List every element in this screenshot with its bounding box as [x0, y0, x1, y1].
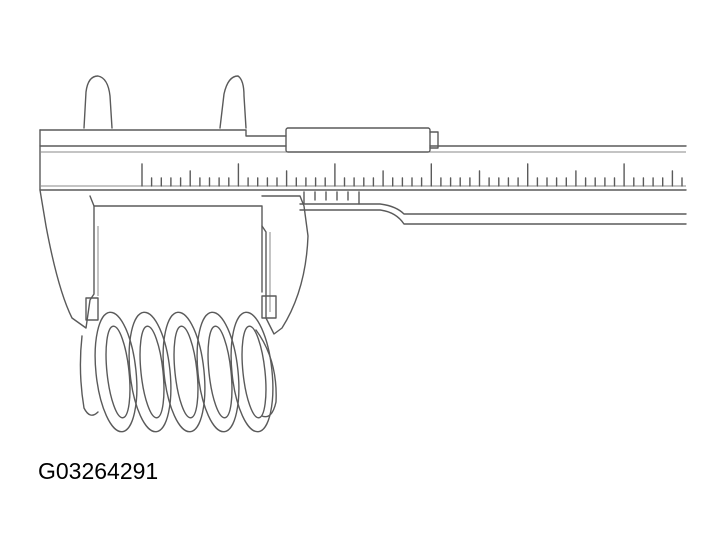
depth-rod [299, 203, 687, 225]
fixed-jaw-inner-edge [93, 205, 263, 293]
spring-coil [230, 311, 274, 433]
sliding-upper-jaw [219, 75, 247, 129]
spring-coil [94, 311, 138, 433]
spring-coil [162, 311, 206, 433]
locking-screw-housing [285, 127, 439, 153]
fixed-lower-jaw [39, 189, 95, 329]
spring-coil [128, 311, 172, 433]
main-beam [39, 129, 687, 191]
coil-spring [79, 311, 277, 433]
main-scale-ticks [141, 163, 683, 187]
spring-coil [196, 311, 240, 433]
vernier-scale-ticks [303, 191, 360, 205]
figure-id-label: G03264291 [38, 458, 159, 484]
spring-end-right [255, 329, 277, 418]
fixed-upper-jaw [83, 75, 113, 129]
spring-end-left [79, 335, 99, 416]
sliding-lower-jaw [261, 195, 309, 335]
